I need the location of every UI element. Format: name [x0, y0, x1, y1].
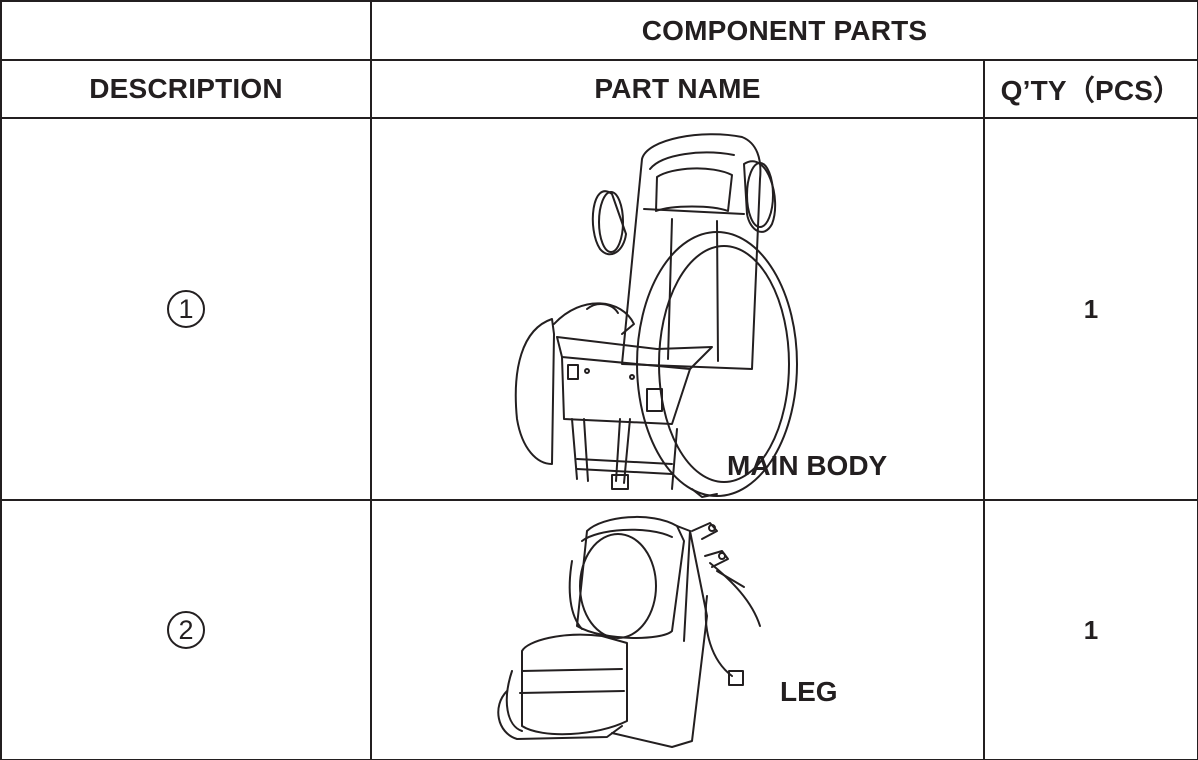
part-name-cell: LEG [370, 499, 985, 760]
quantity-cell: 1 [982, 117, 1198, 501]
description-cell: 1 [0, 117, 372, 501]
part-name-cell: MAIN BODY [370, 117, 985, 501]
quantity-column-header: Q’TY（PCS） [982, 59, 1198, 119]
part-name-column-header: PART NAME [370, 59, 985, 119]
description-cell: 2 [0, 499, 372, 760]
empty-corner-cell [0, 0, 372, 61]
circled-number-2: 2 [167, 611, 205, 649]
part-label-leg: LEG [780, 676, 838, 707]
leg-rest-icon [497, 516, 761, 748]
circled-number-1: 1 [167, 290, 205, 328]
group-header-row: COMPONENT PARTS [0, 0, 1198, 61]
table-row: 1 [0, 117, 1198, 501]
part-label-main-body: MAIN BODY [727, 450, 888, 481]
description-column-header: DESCRIPTION [0, 59, 372, 119]
column-header-row: DESCRIPTION PART NAME Q’TY（PCS） [0, 59, 1198, 119]
massage-chair-main-body-icon [514, 133, 798, 498]
table-row: 2 [0, 499, 1198, 760]
quantity-cell: 1 [982, 499, 1198, 760]
component-parts-header: COMPONENT PARTS [369, 0, 1198, 61]
